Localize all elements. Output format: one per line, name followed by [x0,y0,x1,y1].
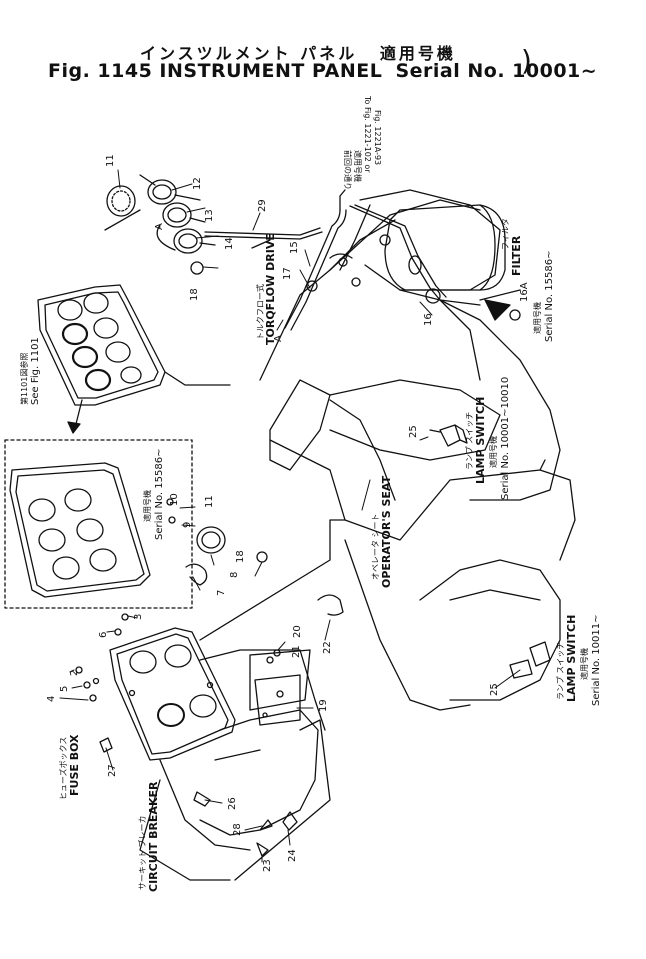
callout-28: 28 [232,823,243,836]
callout-3: 3 [133,614,144,620]
callout-18-mid: 18 [235,550,246,563]
letter-a-bottom: A [273,335,284,342]
note-see-en: See Fig. 1101 [30,337,41,405]
note-lamp2-serial-en: Serial No. 10011~ [591,615,602,706]
lamp-switch-lower [509,641,551,679]
note-torqflow-en: TORQFLOW DRIVE [264,233,277,345]
note-lamp2-serial-jp: 適用号機 [579,648,589,680]
title-jp-serial: 適用号機 [379,44,456,63]
middle-parts [75,498,268,702]
callout-29: 29 [257,199,268,212]
callout-23: 23 [262,859,273,872]
cab-body [199,189,576,711]
callout-2: 2 [69,670,80,676]
note-fuse-jp: ヒューズボックス [58,737,68,800]
gauge-14 [173,228,203,254]
note-see-jp: 第1101図参照 [19,353,29,405]
figure-title-text: Fig. 1145 INSTRUMENT PANEL [48,60,383,82]
upper-instrument-panel [37,284,231,406]
note-fuse-en: FUSE BOX [68,734,81,796]
note-lamp1-serial-jp: 適用号機 [488,436,498,468]
callout-16a: 16A [519,282,530,302]
note-lamp2-jp: ランプ スイッチ [556,642,565,700]
callout-12: 12 [192,177,203,190]
note-filter-en: FILTER [510,235,523,276]
note-top-jp-2: 適用号機 [353,150,363,182]
note-top-ref-1: To Fig. 1221-102 or [363,95,372,173]
callout-9: 9 [182,522,193,528]
note-torqflow-jp: トルクフロー式 [255,284,265,340]
figure-title: Fig. 1145 INSTRUMENT PANEL Serial No. 10… [48,60,597,82]
callout-4: 4 [46,696,57,702]
callout-13: 13 [204,209,215,222]
leader-lines [59,169,521,863]
note-box-serial-jp: 適用号機 [142,490,152,522]
lamp-18-top [190,261,204,275]
note-seat-jp: オペレータ シート [371,513,380,580]
note-seat-en: OPERATOR'S SEAT [380,475,393,588]
callout-14: 14 [224,237,235,250]
note-lamp1-jp: ランプ スイッチ [465,412,474,470]
gauge-11 [106,185,136,217]
gauge-13 [162,202,192,228]
detail-arrowhead [67,421,81,434]
title-japanese: インスツルメント パネル 適用号機 [140,40,456,64]
callout-8: 8 [229,572,240,578]
callout-17: 17 [282,267,293,280]
callout-19: 19 [318,699,329,712]
notes: 前回の通り 適用号機 To Fig. 1221-102 or Fig. 1221… [19,95,602,892]
callout-10: 10 [169,493,180,506]
serial-range: Serial No. 10001~ [395,60,598,82]
callout-16: 16 [423,313,434,326]
gauge-group-top [104,174,216,275]
callout-26: 26 [227,797,238,810]
callout-22: 22 [322,641,333,654]
callout-11-mid: 11 [204,495,215,508]
callout-27: 27 [107,764,118,777]
note-filter-jp: フィルタ [501,218,510,250]
title-jp-text: インスツルメント パネル [140,44,358,63]
note-breaker-jp: サーキット ブレーカ [137,815,147,890]
callout-25-upper: 25 [408,425,419,438]
filter-and-hose [204,189,521,331]
callout-5: 5 [59,686,70,692]
callout-numbers: 11 12 13 14 15 18 17 29 16 16A A A 11 10… [46,154,530,872]
lower-connectors [99,594,344,857]
callout-6: 6 [98,632,109,638]
lamp-switch-upper [429,424,468,447]
lower-instrument-panel [109,627,331,881]
callout-15: 15 [289,241,300,254]
callout-25-lower: 25 [489,683,500,696]
letter-a-top: A [154,223,165,230]
callout-24: 24 [287,849,298,862]
callout-21: 21 [291,645,302,658]
title-close-paren: ) [521,44,532,77]
note-filter-serial-jp: 適用号機 [532,302,542,334]
gauge-12 [147,179,177,205]
note-lamp1-en: LAMP SWITCH [474,397,487,484]
note-breaker-en: CIRCUIT BREAKER [147,781,160,892]
callout-18-top: 18 [189,288,200,301]
note-top-ref-2: Fig. 1221A-93 [373,110,382,165]
note-top-jp-1: 前回の通り [343,150,353,190]
note-lamp2-en: LAMP SWITCH [565,615,578,702]
note-filter-serial-en: Serial No. 15586~ [544,251,555,342]
callout-7: 7 [216,590,227,596]
callout-11-top: 11 [105,154,116,167]
callout-20: 20 [292,625,303,638]
note-lamp1-serial-en: Serial No. 10001~10010 [500,377,511,500]
note-box-serial-en: Serial No. 15586~ [154,449,165,540]
detail-box [4,439,193,609]
